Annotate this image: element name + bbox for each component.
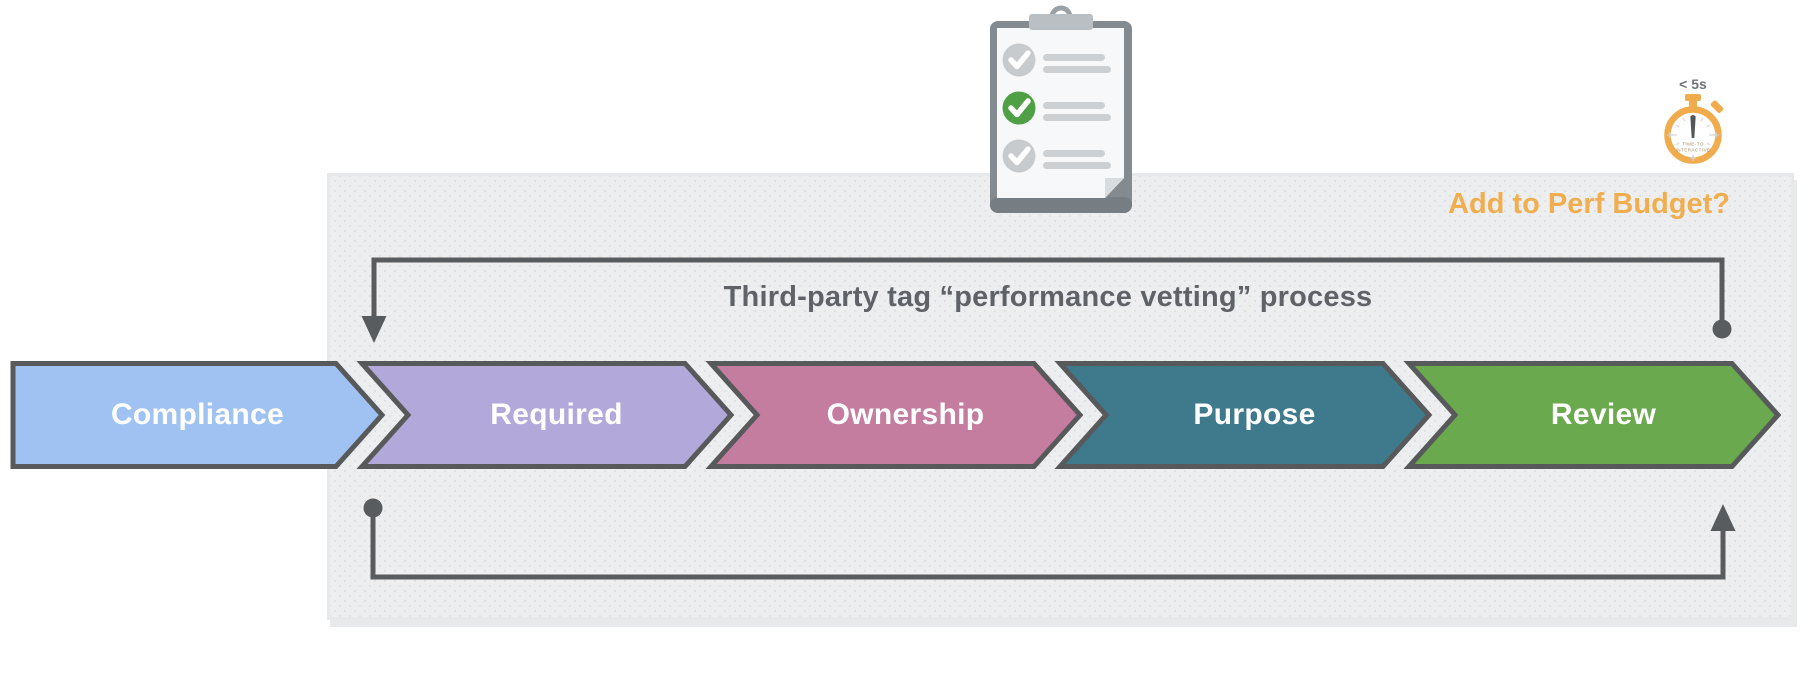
stopwatch-face-label: TIME-TO [1682,142,1704,147]
stopwatch-stem [1689,99,1697,108]
paper-fold [1105,178,1124,198]
stopwatch-crown [1685,94,1701,101]
check-icon [1008,50,1031,70]
process-stages [10,361,1782,469]
stage-label-compliance: Compliance [110,398,285,431]
checklist-row [1002,91,1111,125]
stopwatch-side-button [1710,100,1724,113]
stage-chevron-required [356,361,735,469]
stage-chevron-ownership [705,361,1084,469]
up-arrowhead-icon [1710,504,1736,531]
top-feedback-loop [361,257,1732,343]
checklist-row [1002,139,1111,173]
stopwatch-needle [1690,115,1696,138]
checklist-row [1002,43,1111,77]
stopwatch-icon: < 5s TIME-TO INTERACTIVE [1664,76,1724,164]
stopwatch-face-label: INTERACTIVE [1676,148,1711,153]
stage-label-review: Review [1550,398,1657,431]
check-icon [1008,146,1031,166]
perf-budget-question: Add to Perf Budget? [1448,188,1730,220]
loop-origin-dot [363,498,383,518]
check-icon [1008,98,1031,118]
loop-origin-dot [1712,319,1732,339]
stage-chevron-compliance [10,361,386,469]
clipboard-clip [1029,14,1093,30]
stage-chevron-purpose [1054,361,1433,469]
bottom-feedback-loop [363,498,1736,580]
stage-chevron-review [1403,361,1782,469]
stopwatch-time-label: < 5s [1679,76,1707,92]
clipboard-board-base [990,197,1132,213]
down-arrowhead-icon [361,316,387,343]
stage-label-purpose: Purpose [1193,398,1316,431]
stopwatch-plus-marks [1667,132,1719,161]
process-title: Third-party tag “performance vetting” pr… [723,281,1373,313]
stage-label-ownership: Ownership [826,398,985,431]
checklist-clipboard-icon [990,5,1132,213]
stage-label-required: Required [490,398,623,431]
